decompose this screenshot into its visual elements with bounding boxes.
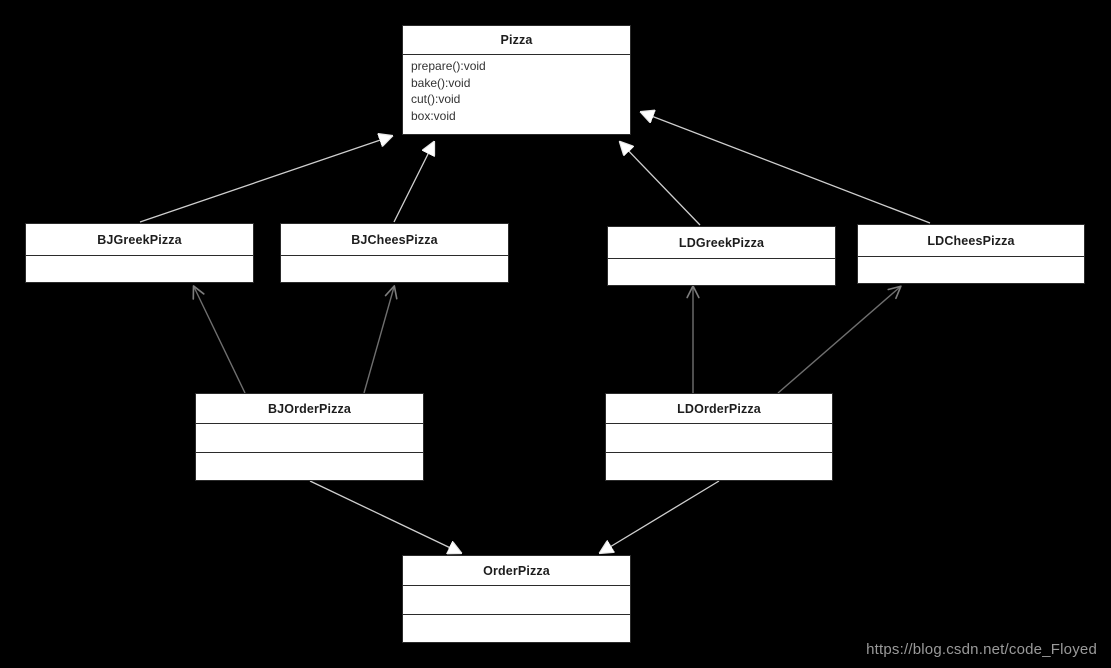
class-members-pizza: prepare():void bake():void cut():void bo… bbox=[403, 54, 630, 134]
class-box-ld-chees-pizza[interactable]: LDCheesPizza bbox=[857, 224, 1085, 284]
class-empty-compartment bbox=[26, 255, 253, 282]
edge-ldorderpizza-to-ldcheespizza bbox=[777, 285, 902, 394]
class-empty-compartment bbox=[606, 451, 832, 481]
class-title-bj-greek-pizza: BJGreekPizza bbox=[97, 232, 182, 247]
class-empty-compartment bbox=[608, 258, 835, 285]
watermark-text: https://blog.csdn.net/code_Floyed bbox=[866, 641, 1097, 658]
class-box-bj-order-pizza[interactable]: BJOrderPizza bbox=[195, 393, 424, 481]
class-member: prepare():void bbox=[411, 59, 486, 73]
edge-bjgreekpizza-to-pizza bbox=[139, 136, 392, 223]
edge-bjorderpizza-to-bjcheespizza bbox=[363, 285, 398, 394]
class-title-ld-chees-pizza: LDCheesPizza bbox=[927, 233, 1015, 248]
class-empty-compartment bbox=[403, 613, 630, 643]
class-empty-compartment bbox=[606, 423, 832, 452]
class-title-bj-chees-pizza: BJCheesPizza bbox=[351, 232, 438, 247]
edge-bjorderpizza-to-bjgreekpizza bbox=[192, 285, 246, 394]
class-empty-compartment bbox=[196, 423, 423, 452]
class-box-order-pizza[interactable]: OrderPizza bbox=[402, 555, 631, 643]
class-member: cut():void bbox=[411, 92, 461, 106]
class-empty-compartment bbox=[196, 451, 423, 481]
class-box-bj-chees-pizza[interactable]: BJCheesPizza bbox=[280, 223, 509, 283]
class-member: box:void bbox=[411, 108, 456, 123]
class-title-order-pizza: OrderPizza bbox=[483, 563, 550, 578]
edge-bjcheespizza-to-pizza bbox=[393, 142, 434, 223]
edge-ldorderpizza-to-orderpizza bbox=[600, 480, 720, 553]
class-box-ld-order-pizza[interactable]: LDOrderPizza bbox=[605, 393, 833, 481]
class-empty-compartment bbox=[281, 255, 508, 282]
edge-ldgreekpizza-to-pizza bbox=[620, 142, 701, 226]
class-title-ld-order-pizza: LDOrderPizza bbox=[677, 401, 761, 416]
class-box-pizza[interactable]: Pizza prepare():void bake():void cut():v… bbox=[402, 25, 631, 135]
edge-ldcheespizza-to-pizza bbox=[641, 112, 931, 224]
class-box-bj-greek-pizza[interactable]: BJGreekPizza bbox=[25, 223, 254, 283]
class-box-ld-greek-pizza[interactable]: LDGreekPizza bbox=[607, 226, 836, 286]
class-title-ld-greek-pizza: LDGreekPizza bbox=[678, 235, 765, 250]
class-member: bake():void bbox=[411, 75, 471, 90]
edge-bjorderpizza-to-orderpizza bbox=[309, 480, 461, 553]
class-title-bj-order-pizza: BJOrderPizza bbox=[267, 401, 352, 416]
class-title-pizza: Pizza bbox=[500, 33, 533, 47]
class-empty-compartment bbox=[858, 256, 1084, 283]
class-empty-compartment bbox=[403, 585, 630, 614]
